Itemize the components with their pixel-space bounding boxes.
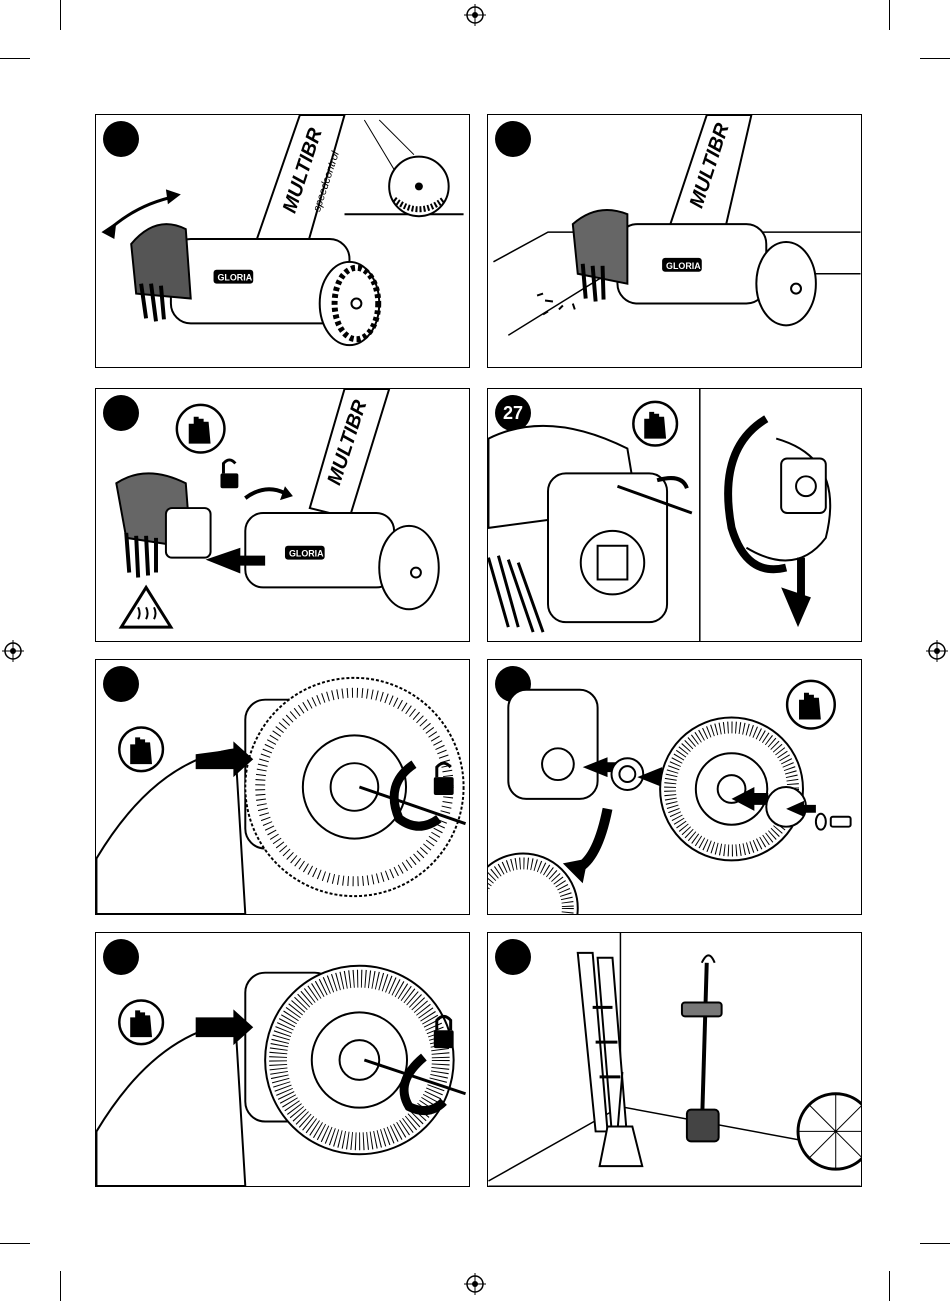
svg-text:GLORIA: GLORIA [289,549,324,559]
logo-text: GLORIA [218,273,253,283]
device-illustration: MULTIBR GLORIA [96,389,469,641]
panel-8 [487,932,862,1187]
registration-mark-icon [926,640,948,662]
crop-mark [920,1243,950,1244]
registration-mark-icon [464,1273,486,1295]
panel-7 [95,932,470,1187]
panel-5 [95,659,470,915]
panel-2: MULTIBR GLORIA [487,114,862,368]
device-illustration: MULTIBR speedcontrol GLORIA [96,115,469,367]
registration-mark-icon [464,4,486,26]
device-illustration [488,660,861,914]
crop-mark [920,58,950,59]
gloves-icon [119,1000,163,1044]
crop-mark [60,0,61,30]
unlock-icon [220,460,238,488]
gloves-icon [633,402,677,446]
device-illustration: MULTIBR GLORIA [488,115,861,367]
gloves-icon [787,681,835,729]
storage-scene-illustration [488,933,861,1186]
registration-mark-icon [2,640,24,662]
crop-mark [0,1243,30,1244]
gloves-icon [119,727,163,771]
crop-mark [889,1271,890,1301]
crop-mark [60,1271,61,1301]
device-illustration [488,389,861,641]
crop-mark [889,0,890,30]
hot-surface-warning-icon [121,587,171,627]
panel-1: MULTIBR speedcontrol GLORIA [95,114,470,368]
device-illustration [96,933,469,1186]
panel-4: 27 [487,388,862,642]
svg-text:GLORIA: GLORIA [666,261,701,271]
panel-6 [487,659,862,915]
device-illustration [96,660,469,914]
panel-3: MULTIBR GLORIA [95,388,470,642]
crop-mark [0,58,30,59]
gloves-icon [177,405,225,453]
